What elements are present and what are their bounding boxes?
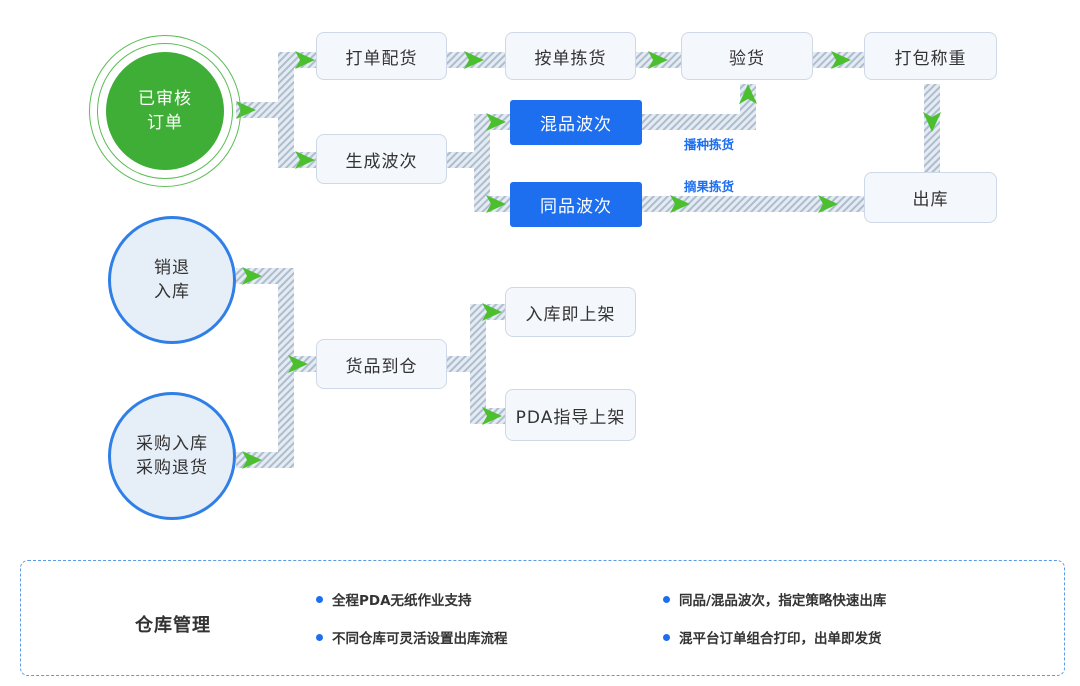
approved-orders-line-1: 已审核 xyxy=(138,89,192,109)
return-inbound-line-2: 入库 xyxy=(154,282,190,302)
arrow-right-icon xyxy=(670,195,690,213)
green-ring-outer xyxy=(89,35,241,187)
return-inbound-line-1: 销退 xyxy=(154,258,190,278)
bullet-dot-icon xyxy=(663,595,670,603)
arrow-up-icon xyxy=(739,84,757,104)
pda-putaway-node: PDA指导上架 xyxy=(505,389,636,441)
feature-text: 同品/混品波次，指定策略快速出库 xyxy=(679,593,887,609)
feature-text: 全程PDA无纸作业支持 xyxy=(332,593,472,609)
arrow-right-icon xyxy=(295,151,315,169)
arrow-right-icon xyxy=(236,101,256,119)
green-ring-inner xyxy=(97,43,233,179)
feature-text: 混平台订单组合打印，出单即发货 xyxy=(679,631,882,647)
feature-bullet: 不同仓库可灵活设置出库流程 xyxy=(316,627,508,647)
feature-bullet: 混平台订单组合打印，出单即发货 xyxy=(663,627,882,647)
arrow-right-icon xyxy=(486,113,506,131)
panel-title: 仓库管理 xyxy=(135,615,211,636)
approved-orders-line-2: 订单 xyxy=(147,113,183,133)
same-wave-node: 同品波次 xyxy=(510,182,642,227)
purchase-line-2: 采购退货 xyxy=(136,458,208,478)
bullet-dot-icon xyxy=(316,595,323,603)
arrow-right-icon xyxy=(486,195,506,213)
outbound-node: 出库 xyxy=(864,172,997,223)
pack-weigh-node: 打包称重 xyxy=(864,32,997,80)
feature-text: 不同仓库可灵活设置出库流程 xyxy=(332,631,508,647)
mixed-wave-node: 混品波次 xyxy=(510,100,642,145)
goods-arrival-node: 货品到仓 xyxy=(316,339,447,389)
bullet-dot-icon xyxy=(663,633,670,641)
arrow-right-icon xyxy=(464,51,484,69)
purchase-line-1: 采购入库 xyxy=(136,434,208,454)
approved-orders-node: 已审核 订单 xyxy=(104,50,226,172)
bullet-dot-icon xyxy=(316,633,323,641)
putaway-on-receipt-node: 入库即上架 xyxy=(505,287,636,337)
arrow-right-icon xyxy=(242,451,262,469)
connector-mixed-to-inspect xyxy=(642,84,756,130)
warehouse-management-panel: 仓库管理 全程PDA无纸作业支持 同品/混品波次，指定策略快速出库 不同仓库可灵… xyxy=(20,560,1065,676)
inspect-node: 验货 xyxy=(681,32,813,80)
arrow-right-icon xyxy=(831,51,851,69)
purchase-node: 采购入库 采购退货 xyxy=(108,392,236,520)
generate-wave-node: 生成波次 xyxy=(316,134,447,184)
arrow-right-icon xyxy=(242,267,262,285)
arrow-right-icon xyxy=(482,303,502,321)
arrow-right-icon xyxy=(648,51,668,69)
pick-by-order-node: 按单拣货 xyxy=(505,32,636,80)
picking-pick-label: 摘果拣货 xyxy=(684,179,735,194)
seeding-pick-label: 播种拣货 xyxy=(684,137,735,152)
arrow-right-icon xyxy=(295,51,315,69)
arrow-down-icon xyxy=(923,112,941,132)
return-inbound-node: 销退 入库 xyxy=(108,216,236,344)
feature-bullet: 同品/混品波次，指定策略快速出库 xyxy=(663,589,886,609)
arrow-heads xyxy=(236,51,941,469)
feature-bullet: 全程PDA无纸作业支持 xyxy=(316,589,472,609)
arrow-right-icon xyxy=(482,407,502,425)
arrow-right-icon xyxy=(818,195,838,213)
arrow-right-icon xyxy=(288,355,308,373)
print-allocate-node: 打单配货 xyxy=(316,32,447,80)
